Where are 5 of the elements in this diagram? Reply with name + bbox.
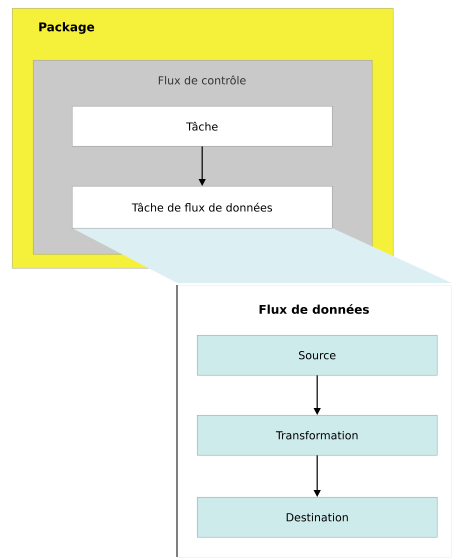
process-box: Destination (197, 497, 438, 538)
process-box: Source (197, 335, 438, 376)
task-box: Tâche de flux de données (72, 186, 332, 228)
process-box: Transformation (197, 415, 438, 456)
task-box: Tâche (72, 106, 332, 146)
